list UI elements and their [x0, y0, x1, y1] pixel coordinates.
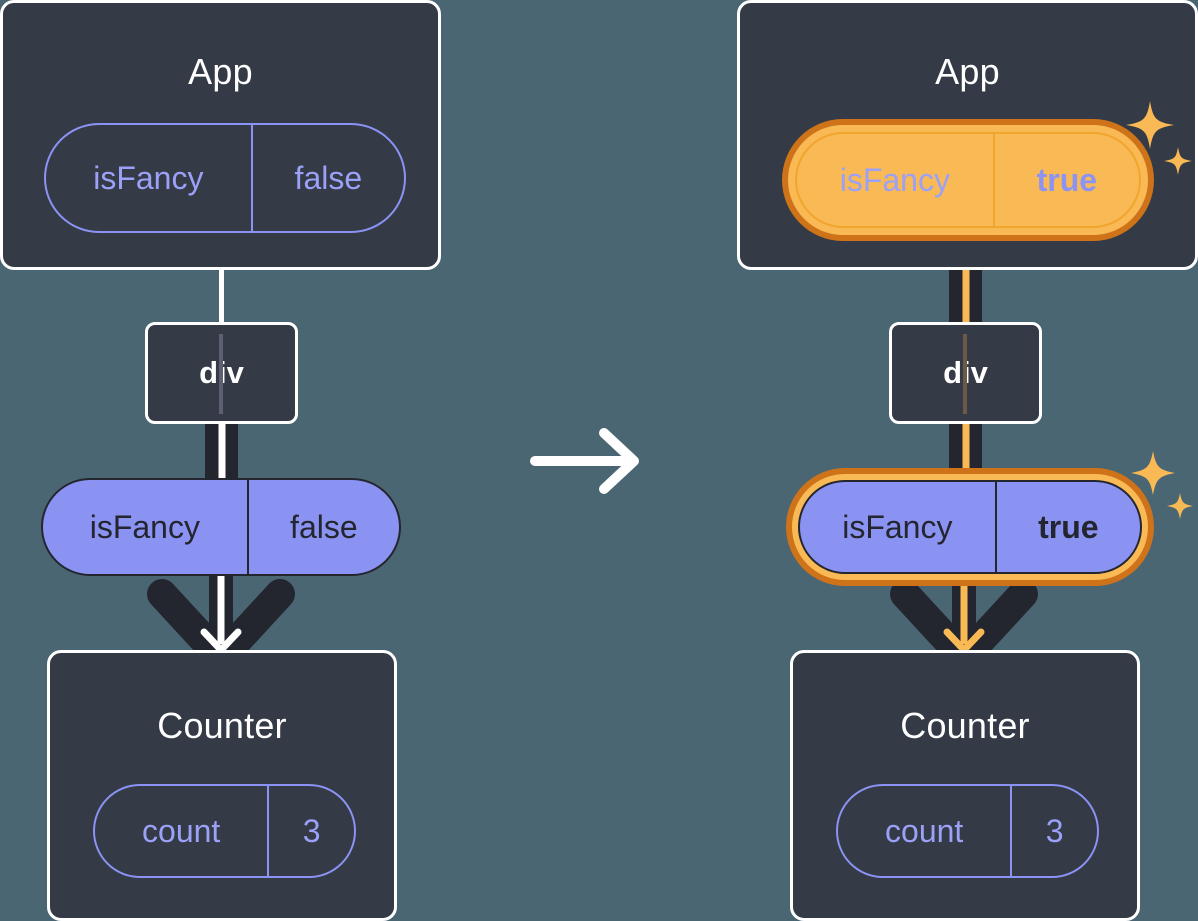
- left-app-state-value: false: [250, 125, 404, 231]
- right-app-state-pill: isFancy true: [795, 132, 1141, 228]
- right-counter-state-name: count: [885, 812, 964, 849]
- right-counter-state-value: 3: [1010, 786, 1097, 876]
- left-app-state-name: isFancy: [93, 159, 204, 196]
- right-app-sparkles: [1124, 95, 1196, 191]
- left-counter-state-pill: count 3: [93, 784, 356, 878]
- sparkle-icon: [1126, 101, 1174, 149]
- right-app-state-name: isFancy: [839, 161, 950, 198]
- left-app-state-pill: isFancy false: [44, 123, 406, 233]
- left-prop-value: false: [246, 480, 399, 574]
- arrow-right-icon: [530, 428, 639, 494]
- left-prop-name: isFancy: [89, 508, 200, 545]
- left-connector-div-to-prop: [205, 421, 238, 483]
- left-counter-state-value: 3: [267, 786, 354, 876]
- right-counter-box: Counter count 3: [790, 650, 1140, 921]
- left-counter-state-name: count: [142, 812, 221, 849]
- right-connector-app-div-core: [962, 232, 969, 328]
- right-counter-state-pill: count 3: [836, 784, 1099, 878]
- left-div-inner-tick: [219, 334, 223, 414]
- left-app-box: App isFancy false: [0, 0, 441, 270]
- right-prop-pill: isFancy true: [798, 480, 1142, 574]
- left-counter-title: Counter: [157, 705, 287, 746]
- right-prop-name: isFancy: [842, 508, 953, 545]
- transition-arrow: [530, 425, 645, 497]
- sparkle-icon-small: [1164, 147, 1192, 175]
- right-prop-sparkles: [1128, 445, 1198, 537]
- right-app-state-value: true: [992, 134, 1139, 226]
- right-prop-value: true: [994, 482, 1140, 572]
- left-app-title: App: [188, 51, 253, 92]
- right-div-inner-tick: [963, 334, 967, 414]
- right-connector-div-prop-core: [962, 421, 969, 483]
- sparkle-icon-small: [1167, 493, 1193, 519]
- sparkle-icon: [1131, 451, 1175, 495]
- right-app-title: App: [935, 51, 1000, 92]
- left-prop-pill: isFancy false: [41, 478, 401, 576]
- right-counter-title: Counter: [900, 705, 1030, 746]
- left-connector-app-to-div: [219, 264, 224, 324]
- left-connector-core: [218, 421, 225, 483]
- left-counter-box: Counter count 3: [47, 650, 397, 921]
